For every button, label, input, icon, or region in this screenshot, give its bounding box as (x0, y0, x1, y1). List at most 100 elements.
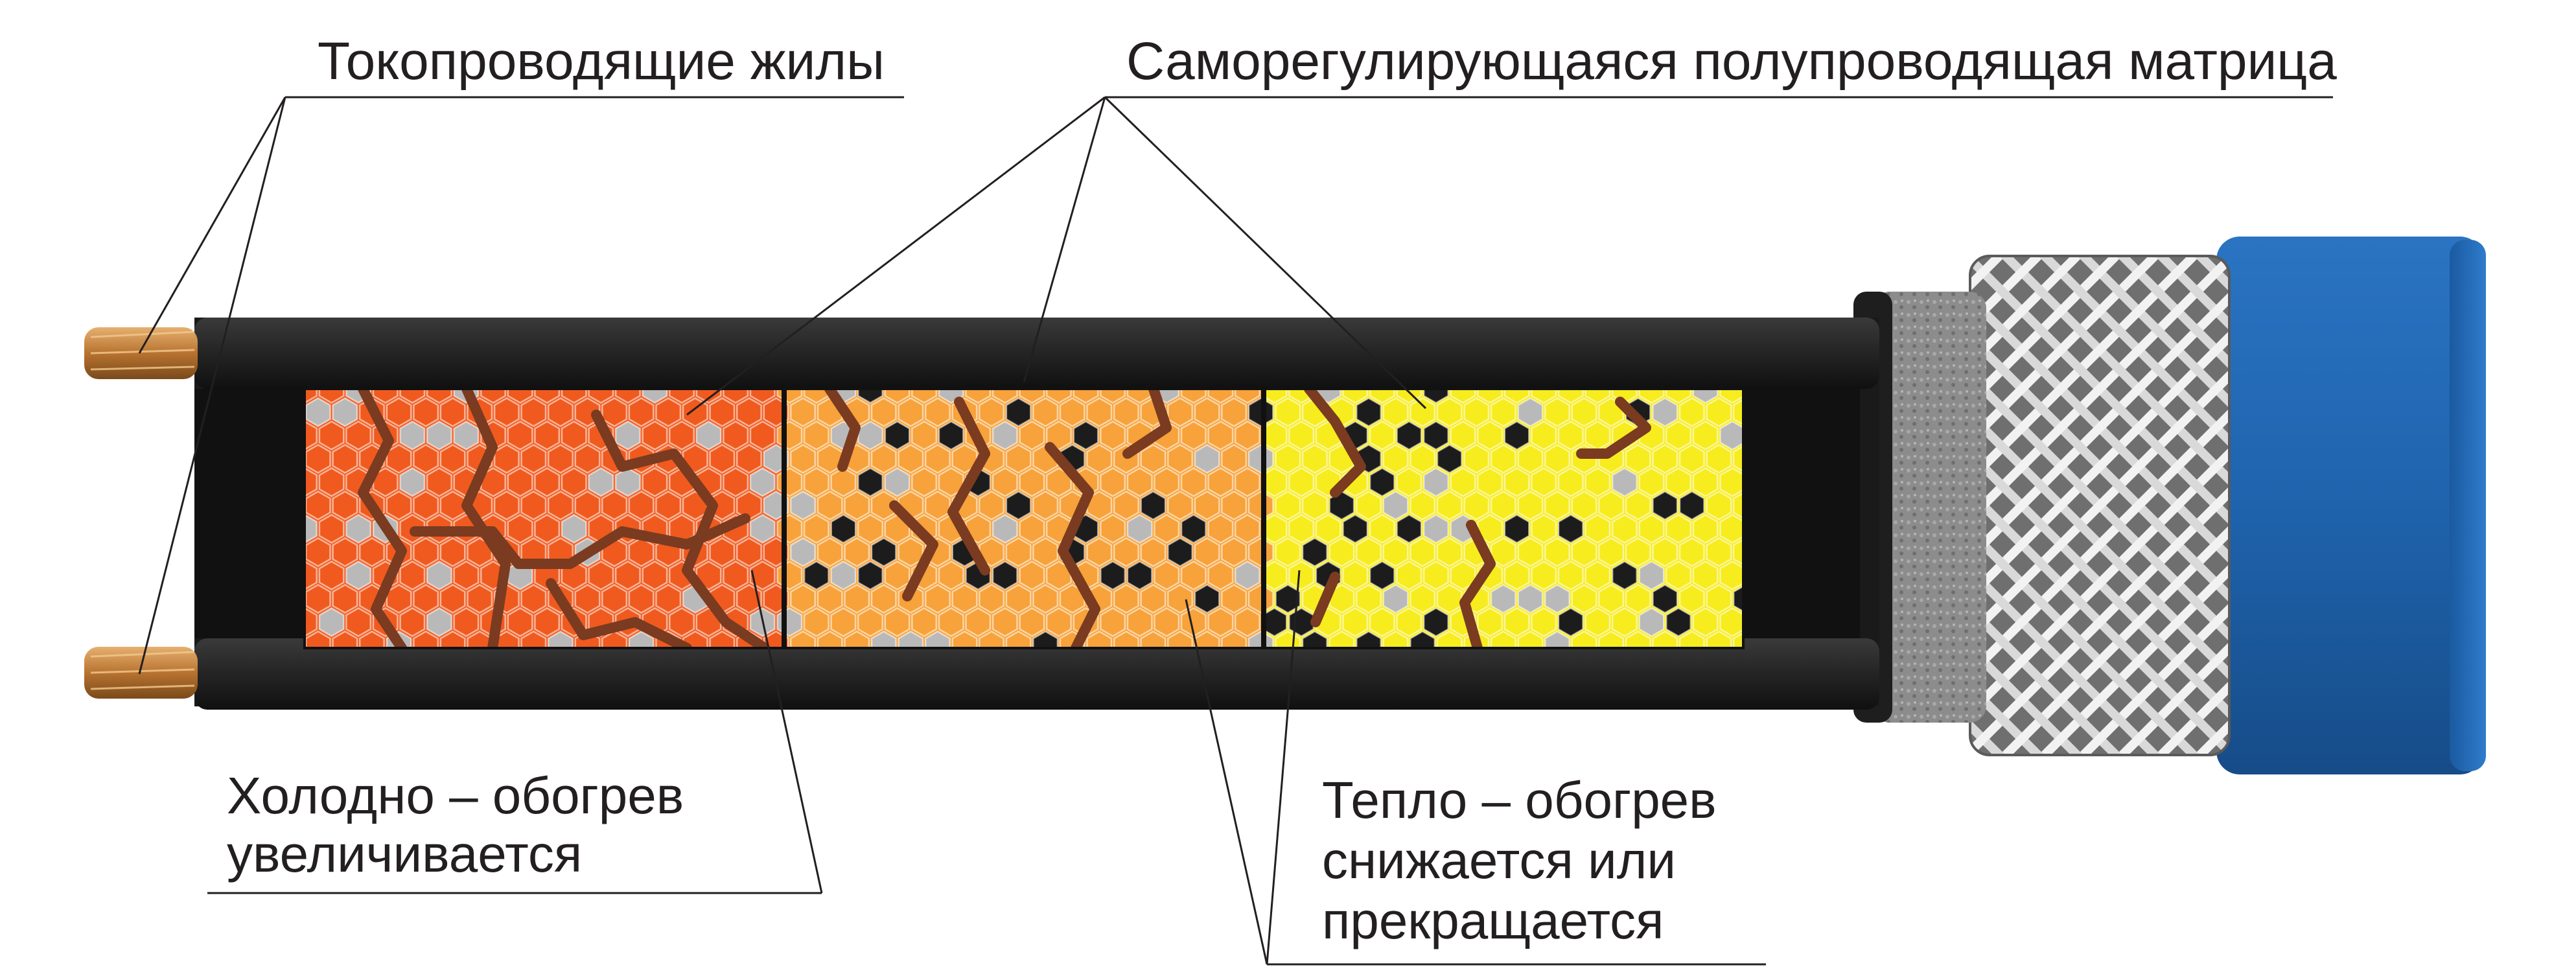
hex-cell (1557, 560, 1584, 591)
hex-cell (844, 630, 870, 648)
hex-cell (844, 583, 870, 614)
conduction-path (1304, 389, 1366, 498)
hex-cell (1073, 389, 1099, 404)
hex-cell (1126, 607, 1153, 638)
hex-cell (803, 467, 830, 498)
hex-cell (1100, 607, 1126, 638)
hex-cell (1732, 399, 1743, 426)
hex-cell (1652, 537, 1678, 568)
label-cold-line2: увеличивается (227, 825, 582, 883)
hex-cell (1059, 583, 1085, 614)
hex-cell (1032, 490, 1059, 521)
hex-cell (1517, 537, 1544, 568)
hex-cell (1369, 420, 1395, 451)
hex-cell (614, 389, 641, 404)
hex-cell (1342, 560, 1369, 591)
hex-cell (790, 490, 816, 521)
hex-cell (1329, 583, 1355, 614)
hex-cell (1113, 583, 1139, 614)
hex-cell (1678, 537, 1705, 568)
hex-cell (1410, 397, 1436, 428)
hex-cell (642, 389, 668, 404)
hex-cell (1234, 607, 1260, 638)
hex-cell (1503, 389, 1530, 404)
hex-cell (1234, 389, 1260, 404)
hex-cell (817, 490, 843, 521)
label-cold-line1: Холодно – обогрев (227, 767, 684, 824)
hex-cell (493, 443, 520, 474)
hex-cell (1275, 443, 1301, 474)
hex-cell (1329, 630, 1355, 648)
hex-cell (642, 560, 668, 591)
hex-cell (1517, 443, 1544, 474)
hex-cell (614, 560, 641, 591)
hex-cell (1450, 389, 1476, 404)
hex-cell (1544, 490, 1570, 521)
hex-cell (1450, 467, 1476, 498)
hex-cell (1207, 420, 1234, 451)
hex-cell (1463, 397, 1490, 428)
hex-cell (642, 420, 668, 451)
hex-cell (911, 467, 938, 498)
hex-cell (1019, 389, 1045, 404)
hex-cell (386, 397, 412, 428)
hex-cell (453, 607, 480, 638)
hex-cell (413, 397, 439, 428)
hex-cell (1665, 607, 1691, 638)
hex-cell (1356, 583, 1382, 614)
hex-cell (1410, 630, 1436, 648)
hex-cell (749, 389, 776, 404)
hex-cell (426, 560, 452, 591)
hex-cell (413, 537, 439, 568)
hex-cell (857, 560, 883, 591)
hex-cell (1207, 513, 1234, 544)
hex-cell (413, 443, 439, 474)
hex-cell (1140, 630, 1166, 648)
hex-cell (1369, 389, 1395, 404)
hex-cell (1598, 583, 1625, 614)
hex-cell (1329, 537, 1355, 568)
hex-cell (1706, 443, 1732, 474)
hex-cell (1019, 607, 1045, 638)
hex-cell (979, 583, 1004, 614)
hex-cell (1194, 630, 1220, 648)
hex-cell (1275, 490, 1301, 521)
hex-cell (561, 513, 587, 544)
hex-cell (790, 630, 816, 648)
hex-cell (1436, 537, 1463, 568)
hex-cell (1544, 630, 1570, 648)
hex-cell (1531, 467, 1557, 498)
hex-cell (1032, 630, 1059, 648)
hex-cell (1356, 630, 1382, 648)
hex-cell (1422, 389, 1449, 404)
hex-cell (439, 537, 466, 568)
hex-cell (547, 630, 574, 648)
hex-cell (1221, 537, 1247, 568)
hex-cell (1356, 490, 1382, 521)
hex-cell (1247, 397, 1274, 428)
hex-cell (1154, 513, 1180, 544)
hex-cell (1665, 513, 1691, 544)
hex-cell (1342, 389, 1369, 404)
leader-lines (138, 96, 2333, 966)
hex-cell (723, 467, 749, 498)
hex-cell (1396, 420, 1422, 451)
hex-cell (386, 490, 412, 521)
hex-cell (534, 420, 561, 451)
hex-cell (1019, 560, 1045, 591)
hex-cell (1678, 583, 1705, 614)
hex-cell (520, 397, 547, 428)
hex-cell (1194, 583, 1220, 614)
hex-cell (1221, 583, 1247, 614)
hex-cell (844, 537, 870, 568)
hex-cell (1005, 490, 1032, 521)
hex-cell (493, 397, 520, 428)
hex-cell (399, 389, 426, 404)
hex-cell (1678, 443, 1705, 474)
hex-cell (1652, 490, 1678, 521)
hex-cell (1584, 389, 1611, 404)
hex-cell (1625, 443, 1651, 474)
hex-cell (1490, 443, 1516, 474)
hex-cell (1503, 607, 1530, 638)
hex-cell (1422, 607, 1449, 638)
